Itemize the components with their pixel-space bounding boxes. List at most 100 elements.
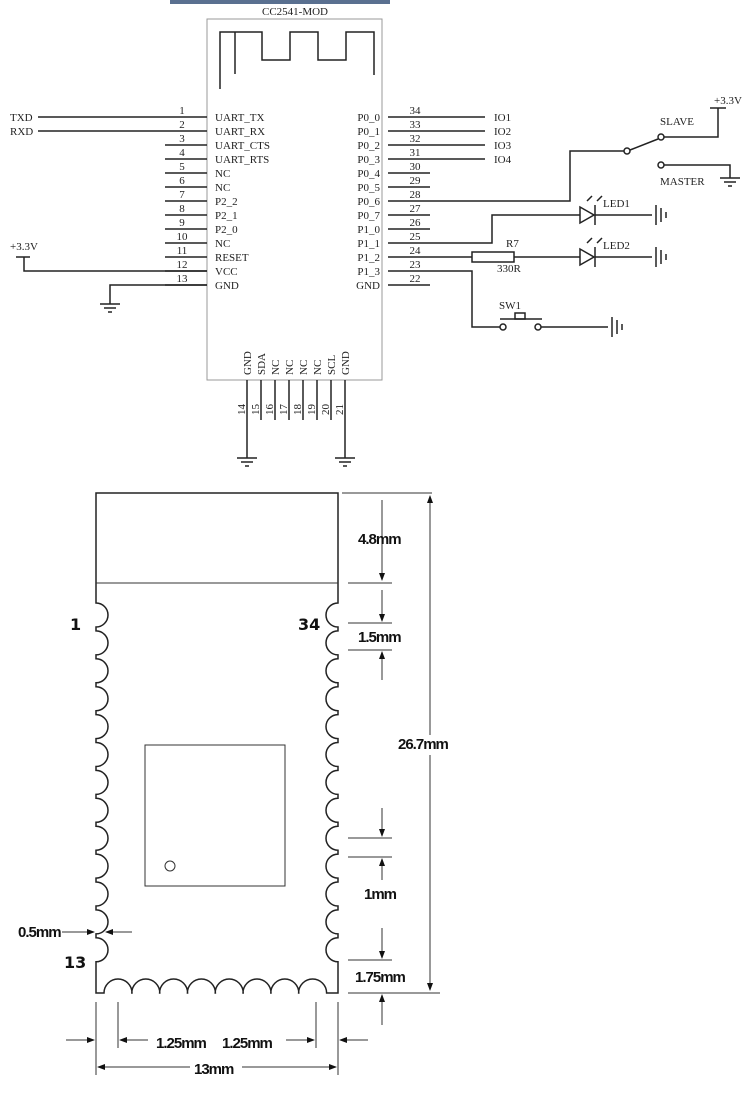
pin-number: 18 — [292, 404, 304, 416]
net-label: IO3 — [494, 140, 512, 152]
resistor-value: 330R — [497, 263, 522, 275]
pin-name: P1_0 — [357, 224, 380, 236]
dim-width: 13mm — [194, 1061, 234, 1078]
pin-name: P2_1 — [215, 210, 238, 222]
led-arrow — [596, 195, 603, 202]
switch-contact — [657, 161, 665, 169]
pin-name: P1_3 — [357, 266, 380, 278]
pin-number: 34 — [410, 105, 422, 117]
pin-name: NC — [312, 360, 324, 375]
ground-icon — [237, 450, 257, 467]
top-image-strip — [170, 0, 390, 4]
dim-first-pin: 1.5mm — [358, 629, 401, 646]
led-triangle — [579, 205, 596, 225]
pin-name: NC — [270, 360, 282, 375]
footprint-drawing: 113344.8mm1.5mm26.7mm1mm1.75mm0.5mm1.25m… — [18, 492, 450, 1078]
pin-name: P0_4 — [357, 168, 380, 180]
pin-number: 1 — [179, 105, 185, 117]
led-arrow — [596, 237, 603, 244]
led-label: LED2 — [603, 240, 630, 252]
led2 — [579, 237, 652, 267]
vcc-label: +3.3V — [714, 95, 742, 107]
ground-icon — [720, 177, 740, 187]
slave-wire — [664, 108, 719, 138]
pin-name: RESET — [215, 252, 249, 264]
module-title: CC2541-MOD — [262, 6, 328, 18]
resistor-r7 — [471, 251, 515, 263]
pin-name: GND — [242, 351, 254, 375]
dim-bottom-right: 1.25mm — [222, 1035, 273, 1052]
slave-label: SLAVE — [660, 116, 694, 128]
pin-number: 16 — [264, 404, 276, 416]
pin1-marker — [164, 860, 176, 872]
pin-number: 5 — [179, 161, 185, 173]
module-body — [206, 18, 383, 381]
pin-name: NC — [298, 360, 310, 375]
ground-icon — [655, 205, 667, 225]
pin-number: 13 — [177, 273, 189, 285]
pin-number: 30 — [410, 161, 422, 173]
pin-34-label: 34 — [298, 615, 320, 634]
pin-number: 24 — [410, 245, 422, 257]
pin-name: P2_0 — [215, 224, 238, 236]
pin-number: 3 — [179, 133, 185, 145]
net-label: TXD — [10, 112, 33, 124]
switch-ref: SW1 — [499, 300, 521, 312]
pin-number: 22 — [410, 273, 421, 285]
chip-outline — [144, 744, 286, 887]
pin-name: P0_6 — [357, 196, 380, 208]
dim-total-height: 26.7mm — [398, 736, 449, 753]
module-outline — [95, 492, 339, 994]
led-label: LED1 — [603, 198, 630, 210]
pin-number: 14 — [236, 404, 248, 416]
pin-number: 10 — [177, 231, 189, 243]
master-label: MASTER — [660, 176, 705, 188]
switch-lever — [629, 138, 659, 151]
pin-number: 27 — [410, 203, 422, 215]
pin-name: UART_TX — [215, 112, 265, 124]
p06-wire — [430, 150, 624, 202]
button-contact — [499, 323, 507, 331]
pin-name: UART_CTS — [215, 140, 270, 152]
ground-icon — [611, 317, 623, 337]
ground-icon — [335, 450, 355, 467]
led1-wire — [430, 214, 580, 244]
gnd-wire — [109, 284, 207, 296]
pin-number: 28 — [410, 189, 422, 201]
pin-number: 21 — [334, 404, 346, 415]
pin-name: NC — [215, 182, 230, 194]
pin-name: SDA — [256, 353, 268, 375]
pin-number: 29 — [410, 175, 422, 187]
antenna-icon — [219, 31, 375, 89]
pin-name: P2_2 — [215, 196, 238, 208]
led-arrow — [586, 237, 593, 244]
switch-contact — [623, 147, 631, 155]
pin-number: 32 — [410, 133, 421, 145]
pin-number: 8 — [179, 203, 185, 215]
pin-number: 23 — [410, 259, 422, 271]
ground-icon — [655, 247, 667, 267]
led1 — [579, 195, 652, 225]
pin-number: 4 — [179, 147, 185, 159]
pin-name: GND — [356, 280, 380, 292]
pin-name: P0_5 — [357, 182, 380, 194]
pin-number: 9 — [179, 217, 185, 229]
net-label: RXD — [10, 126, 33, 138]
dim-pitch: 1mm — [364, 886, 397, 903]
dim-pad-depth: 0.5mm — [18, 924, 61, 941]
pin-name: P0_1 — [357, 126, 380, 138]
pin-name: NC — [215, 168, 230, 180]
pin-name: P0_7 — [357, 210, 380, 222]
pin-name: NC — [284, 360, 296, 375]
pin-name: P1_1 — [357, 238, 380, 250]
net-label: IO1 — [494, 112, 511, 124]
pin-name: P0_3 — [357, 154, 380, 166]
pin-number: 33 — [410, 119, 422, 131]
pin-name: GND — [215, 280, 239, 292]
pin-number: 15 — [250, 404, 262, 416]
led-triangle — [579, 247, 596, 267]
pin-name: UART_RX — [215, 126, 265, 138]
pin-number: 12 — [177, 259, 188, 271]
pin-number: 25 — [410, 231, 422, 243]
